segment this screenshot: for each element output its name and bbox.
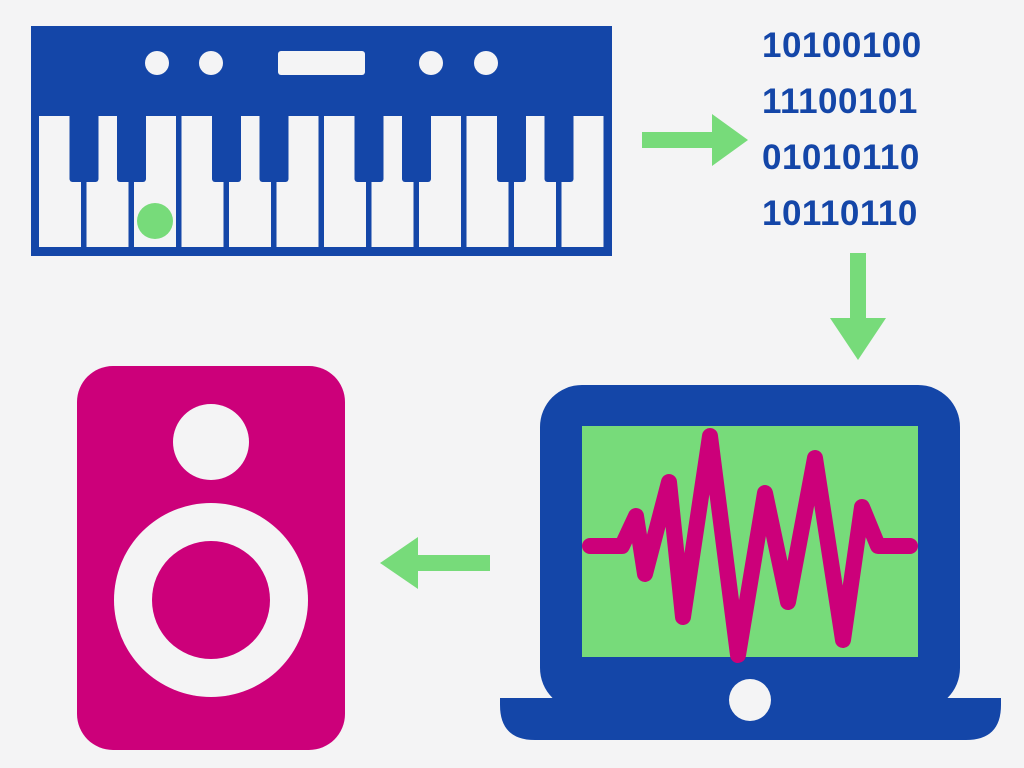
black-key [402, 110, 431, 182]
binary-line: 10110110 [762, 194, 918, 233]
black-key [212, 110, 241, 182]
binary-line: 11100101 [762, 82, 918, 121]
knob [474, 51, 498, 75]
black-key [69, 110, 99, 182]
tweeter [173, 404, 249, 480]
speaker-icon [77, 366, 345, 750]
knob [145, 51, 169, 75]
black-key [117, 110, 146, 182]
display [278, 51, 365, 75]
arrow-right-icon [642, 114, 748, 166]
knob [199, 51, 223, 75]
binary-line: 10100100 [762, 26, 922, 65]
keyboard-icon [31, 26, 612, 256]
binary-line: 01010110 [762, 138, 920, 177]
black-key [497, 110, 526, 182]
black-key [354, 110, 384, 182]
camera [729, 679, 771, 721]
arrow-left-icon [380, 537, 490, 589]
pressed-key-dot [137, 203, 173, 239]
waveform [582, 428, 918, 663]
laptop-waveform-icon [500, 385, 1001, 740]
arrow-down-icon [830, 253, 886, 360]
black-key [544, 110, 574, 182]
black-key [259, 110, 289, 182]
knob [419, 51, 443, 75]
